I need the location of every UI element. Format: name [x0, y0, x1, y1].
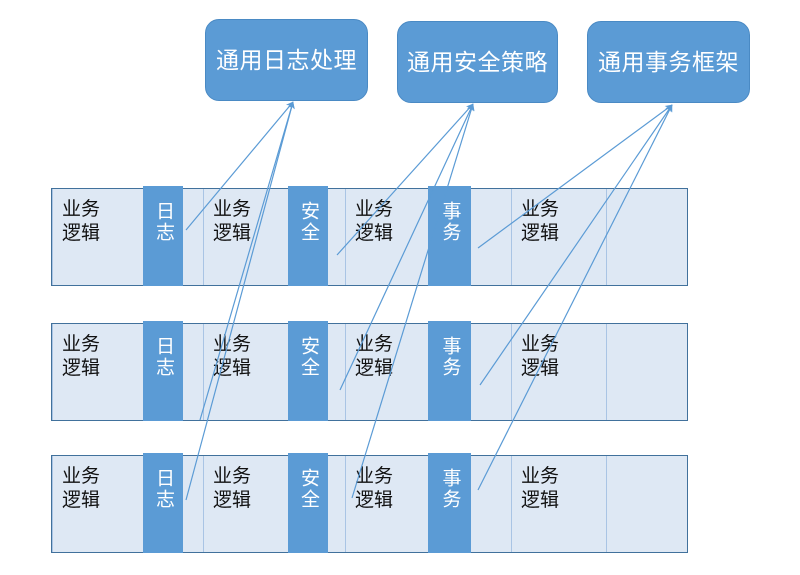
aspect-column-label: 安全 — [298, 468, 319, 510]
business-logic-segment — [52, 189, 156, 285]
business-logic-cell: 业务 逻辑 — [213, 334, 252, 379]
business-logic-cell: 业务 逻辑 — [213, 199, 252, 244]
business-logic-cell: 业务 逻辑 — [62, 199, 101, 244]
aspect-column-logging[interactable]: 日志 — [143, 186, 183, 286]
connector-security-module-3 — [351, 103, 475, 499]
aspect-column-logging[interactable]: 日志 — [143, 453, 183, 553]
business-logic-segment — [52, 324, 156, 420]
aspect-column-label: 事务 — [439, 201, 461, 243]
aspect-box-label: 通用事务框架 — [598, 48, 739, 75]
business-logic-cell: 业务 逻辑 — [355, 466, 394, 511]
aspect-column-label: 日志 — [153, 336, 174, 378]
business-logic-cell: 业务 逻辑 — [521, 334, 560, 379]
aspect-column-logging[interactable]: 日志 — [143, 321, 183, 421]
aspect-box-label: 通用安全策略 — [407, 48, 548, 75]
aspect-column-label: 日志 — [153, 201, 174, 243]
aspect-column-transaction[interactable]: 事务 — [428, 186, 471, 286]
aspect-box-transaction[interactable]: 通用事务框架 — [587, 21, 750, 103]
business-logic-cell: 业务 逻辑 — [213, 466, 252, 511]
aspect-column-transaction[interactable]: 事务 — [428, 321, 471, 421]
aspect-box-security[interactable]: 通用安全策略 — [397, 21, 558, 103]
aspect-column-security[interactable]: 安全 — [288, 186, 328, 286]
aspect-box-label: 通用日志处理 — [216, 46, 357, 73]
business-logic-cell: 业务 逻辑 — [521, 466, 560, 511]
aspect-column-security[interactable]: 安全 — [288, 453, 328, 553]
aspect-column-label: 事务 — [439, 336, 461, 378]
aspect-column-security[interactable]: 安全 — [288, 321, 328, 421]
connector-transaction-module-3 — [477, 104, 673, 491]
business-logic-cell: 业务 逻辑 — [62, 466, 101, 511]
connector-logging-module-3 — [185, 101, 295, 501]
aspect-column-transaction[interactable]: 事务 — [428, 453, 471, 553]
aspect-box-logging[interactable]: 通用日志处理 — [205, 19, 368, 101]
business-logic-cell: 业务 逻辑 — [355, 334, 394, 379]
business-logic-cell: 业务 逻辑 — [521, 199, 560, 244]
aspect-column-label: 安全 — [298, 336, 319, 378]
aspect-column-label: 安全 — [298, 201, 319, 243]
business-logic-cell: 业务 逻辑 — [355, 199, 394, 244]
aspect-column-label: 事务 — [439, 468, 461, 510]
business-logic-cell: 业务 逻辑 — [62, 334, 101, 379]
aspect-column-label: 日志 — [153, 468, 174, 510]
